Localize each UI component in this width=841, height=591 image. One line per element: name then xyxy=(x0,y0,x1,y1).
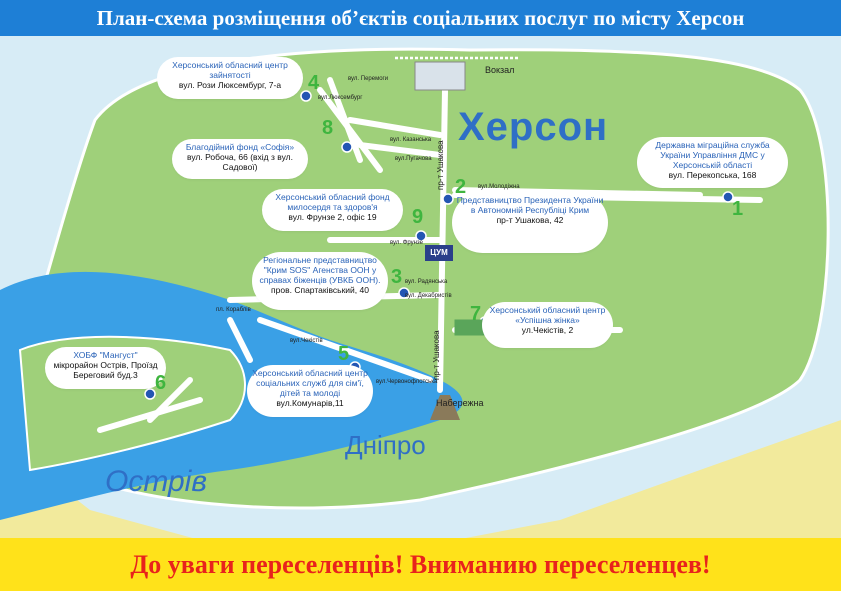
street-label: вул. Перемоги xyxy=(348,76,389,82)
info-cloud-1: Державна міграційна служба України Управ… xyxy=(640,140,785,185)
marker-4[interactable] xyxy=(300,90,312,102)
marker-8[interactable] xyxy=(341,141,353,153)
avenue-label-top: пр-т Ушакова xyxy=(436,140,445,190)
city-label: Херсон xyxy=(458,105,609,149)
avenue-label-bottom: пр-т Ушакова xyxy=(432,330,441,380)
station-building xyxy=(414,61,466,91)
object-title: Херсонський обласний центр соціальних сл… xyxy=(252,368,368,398)
object-address: вул. Робоча, 66 (вхід з вул. Садової) xyxy=(187,152,293,172)
object-number: 3 xyxy=(391,266,403,288)
marker-6[interactable] xyxy=(144,388,156,400)
object-title: Благодійний фонд «Софія» xyxy=(185,142,295,152)
object-number: 4 xyxy=(308,72,320,94)
object-address: ул.Чекістів, 2 xyxy=(521,325,574,335)
object-address: вул. Перекопська, 168 xyxy=(668,170,757,180)
object-number: 1 xyxy=(732,198,744,220)
object-address: вул. Рози Люксембург, 7-а xyxy=(178,80,282,90)
street-label: пл. Кораблів xyxy=(216,307,251,313)
object-address: пр-т Ушакова, 42 xyxy=(496,215,564,225)
marker-3[interactable] xyxy=(398,287,410,299)
object-title: Державна міграційна служба України Управ… xyxy=(655,140,770,170)
footer-notice: До уваги переселенців! Вниманию переселе… xyxy=(0,538,841,591)
info-cloud-9: Херсонський обласний фонд милосердя та з… xyxy=(265,192,400,228)
info-cloud-4: Херсонський обласний центр зайнятості ву… xyxy=(160,60,300,96)
street-label: вул.Люксембург xyxy=(318,95,363,101)
info-cloud-3: Регіональне представництво "Крим SOS" Аг… xyxy=(255,255,385,307)
street-label: вул.Молодіжна xyxy=(478,184,520,190)
street-label: вул. Радянська xyxy=(405,279,448,285)
street-label: вул.Чекістів xyxy=(290,338,323,344)
marker-9[interactable] xyxy=(415,230,427,242)
river-label: Дніпро xyxy=(345,430,426,460)
page-title: План-схема розміщення об’єктів соціальни… xyxy=(0,0,841,36)
station-label: Вокзал xyxy=(485,65,515,75)
object-number: 9 xyxy=(412,206,424,228)
island-label: Острів xyxy=(105,465,207,498)
object-title: Херсонський обласний центр «Успішна жінк… xyxy=(489,305,606,325)
info-cloud-8: Благодійний фонд «Софія» вул. Робоча, 66… xyxy=(175,142,305,176)
info-cloud-2: Представництво Президента України в Авто… xyxy=(455,195,605,250)
object-address: вул. Фрунзе 2, офіс 19 xyxy=(288,212,377,222)
street-label: вул. Декабристів xyxy=(405,293,452,299)
tsum-badge: ЦУМ xyxy=(425,245,453,261)
marker-2[interactable] xyxy=(442,193,454,205)
info-cloud-7: Херсонський обласний центр «Успішна жінк… xyxy=(485,305,610,345)
object-address: вул.Комунарів,11 xyxy=(276,398,344,408)
object-number: 7 xyxy=(470,303,482,325)
street-label: вул.Червонофлотська xyxy=(376,379,438,385)
object-address: пров. Спартаківський, 40 xyxy=(271,285,369,295)
object-title: Представництво Президента України в Авто… xyxy=(456,195,604,215)
object-number: 5 xyxy=(338,343,350,365)
object-number: 2 xyxy=(455,176,467,198)
ship-monument xyxy=(430,395,460,420)
object-title: ХОБФ "Мангуст" xyxy=(73,350,138,360)
info-cloud-5: Херсонський обласний центр соціальних сл… xyxy=(250,368,370,414)
street-label: вул. Фрунзе xyxy=(390,240,423,246)
embankment-label: Набережна xyxy=(436,398,484,408)
info-cloud-6: ХОБФ "Мангуст" мікрорайон Острів, Проїзд… xyxy=(48,350,163,386)
street-label: вул. Казанська xyxy=(390,137,432,143)
object-number: 6 xyxy=(155,372,167,394)
object-title: Херсонський обласний центр зайнятості xyxy=(172,60,288,80)
object-title: Херсонський обласний фонд милосердя та з… xyxy=(275,192,390,212)
object-number: 8 xyxy=(322,117,334,139)
street-label: вул.Пугачова xyxy=(395,156,432,162)
marker-1[interactable] xyxy=(722,191,734,203)
object-title: Регіональне представництво "Крим SOS" Аг… xyxy=(259,255,381,285)
object-address: мікрорайон Острів, Проїзд Береговий буд.… xyxy=(53,360,158,380)
